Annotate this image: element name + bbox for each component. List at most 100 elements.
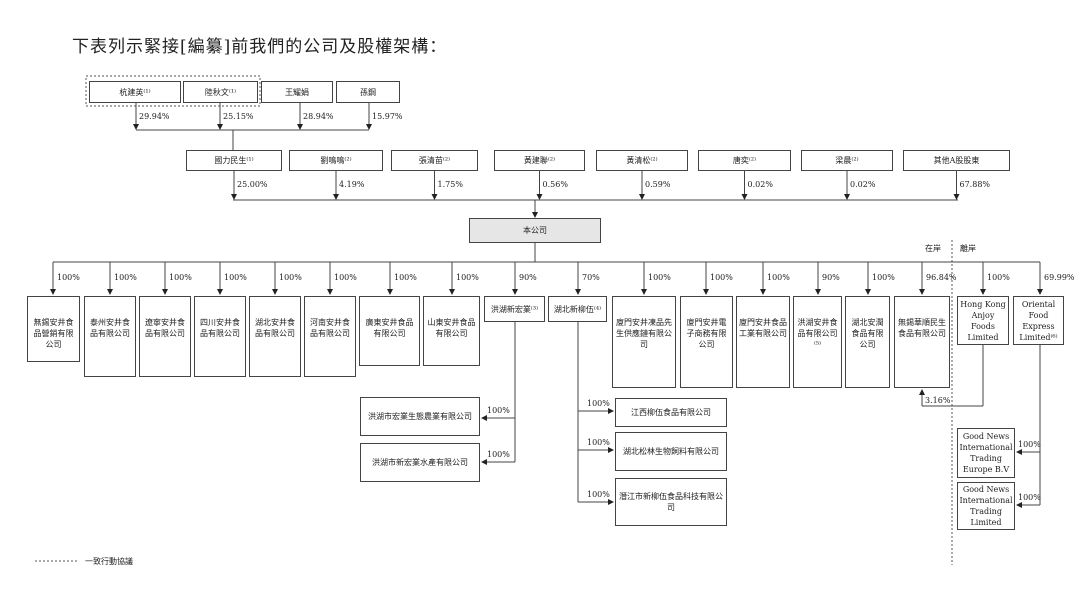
ownership-percentage: 28.94% — [303, 112, 334, 121]
entity-name: 廈門安井電子商務有限公司 — [686, 318, 727, 349]
ownership-percentage: 100% — [767, 273, 790, 282]
ownership-percentage: 100% — [1018, 493, 1041, 502]
entity-name: 江西柳伍食品有限公司 — [631, 408, 711, 417]
ownership-percentage: 29.94% — [139, 112, 170, 121]
entity-name: 孫鋼 — [360, 87, 376, 97]
owner-box: 杭建英⁽¹⁾ — [89, 81, 181, 103]
ownership-percentage: 100% — [710, 273, 733, 282]
subsidiary-box: 廣東安井食品有限公司 — [359, 296, 420, 366]
ownership-percentage: 100% — [169, 273, 192, 282]
shareholder-box: 梁晨⁽²⁾ — [801, 150, 893, 171]
shareholder-box: 張清苗⁽²⁾ — [391, 150, 478, 171]
owner-box: 王耀娟 — [261, 81, 333, 103]
entity-name: 遼寧安井食品有限公司 — [145, 318, 185, 338]
entity-name: Good News International Trading Europe B… — [959, 432, 1013, 474]
entity-name: 其他A股股東 — [933, 156, 980, 165]
entity-name: Oriental Food Express Limited⁽⁶⁾ — [1019, 299, 1058, 342]
ownership-percentage: 1.75% — [437, 180, 463, 189]
shareholder-box: 劉鳴鳴⁽²⁾ — [289, 150, 383, 171]
entity-name: 杭建英⁽¹⁾ — [119, 87, 151, 97]
ownership-percentage: 100% — [334, 273, 357, 282]
subsidiary-box: 湖北松林生物飼料有限公司 — [615, 432, 727, 471]
ownership-percentage: 96.84% — [926, 273, 957, 282]
subsidiary-box: 潛江市新柳伍食品科技有限公司 — [615, 478, 727, 526]
ownership-percentage: 3.16% — [925, 396, 951, 405]
entity-name: 湖北松林生物飼料有限公司 — [623, 447, 719, 456]
subsidiary-box: 廈門安井電子商務有限公司 — [680, 296, 733, 388]
subsidiary-box: 洪湖市新宏業水產有限公司 — [360, 443, 480, 482]
ownership-percentage: 0.02% — [850, 180, 876, 189]
ownership-percentage: 67.88% — [959, 180, 991, 189]
subsidiary-box: 無錫華順民生食品有限公司 — [894, 296, 950, 388]
entity-name: 劉鳴鳴⁽²⁾ — [320, 156, 352, 165]
ownership-percentage: 0.56% — [542, 180, 568, 189]
shareholder-box: 黃清松⁽²⁾ — [596, 150, 688, 171]
ownership-percentage: 70% — [582, 273, 600, 282]
entity-name: 張清苗⁽²⁾ — [418, 156, 451, 165]
subsidiary-box: 泰州安井食品有限公司 — [84, 296, 136, 377]
subsidiary-box: 洪湖新宏業⁽³⁾ — [484, 296, 545, 322]
ownership-percentage: 100% — [872, 273, 895, 282]
entity-name: 陸秋文⁽¹⁾ — [204, 87, 237, 97]
shareholder-box: 國力民生⁽¹⁾ — [186, 150, 282, 171]
entity-name: 洪湖市宏業生態農業有限公司 — [368, 412, 472, 421]
ownership-percentage: 100% — [987, 273, 1010, 282]
shareholder-box: 其他A股股東 — [903, 150, 1010, 171]
ownership-percentage: 0.02% — [747, 180, 773, 189]
entity-name: 黃清松⁽²⁾ — [626, 156, 658, 165]
subsidiary-box: 遼寧安井食品有限公司 — [139, 296, 191, 377]
entity-name: 黃建聯⁽²⁾ — [523, 156, 556, 165]
company-box: 本公司 — [469, 218, 601, 243]
ownership-percentage: 100% — [57, 273, 80, 282]
page-title: 下表列示緊接[編纂]前我們的公司及股權架構： — [72, 37, 448, 57]
entity-name: 無錫安井食品營銷有限公司 — [33, 318, 74, 349]
subsidiary-box: Oriental Food Express Limited⁽⁶⁾ — [1013, 296, 1064, 345]
entity-name: 山東安井食品有限公司 — [427, 318, 476, 338]
entity-name: 四川安井食品有限公司 — [200, 318, 240, 338]
ownership-percentage: 100% — [587, 399, 610, 408]
subsidiary-box: Good News International Trading Limited — [957, 482, 1015, 530]
entity-name: Good News International Trading Limited — [959, 485, 1013, 527]
ownership-percentage: 100% — [394, 273, 417, 282]
subsidiary-box: 江西柳伍食品有限公司 — [615, 398, 727, 427]
entity-name: 洪湖市新宏業水產有限公司 — [372, 458, 468, 467]
entity-name: 無錫華順民生食品有限公司 — [898, 318, 946, 338]
ownership-percentage: 100% — [487, 406, 510, 415]
ownership-percentage: 100% — [648, 273, 671, 282]
ownership-percentage: 100% — [224, 273, 247, 282]
subsidiary-box: 洪湖安井食品有限公司⁽⁵⁾ — [793, 296, 842, 388]
subsidiary-box: 廈門安井凍品先生供應鏈有限公司 — [612, 296, 676, 388]
ownership-percentage: 100% — [279, 273, 302, 282]
subsidiary-box: Good News International Trading Europe B… — [957, 428, 1015, 478]
subsidiary-box: 湖北安井食品有限公司 — [249, 296, 301, 377]
entity-name: 本公司 — [523, 226, 547, 235]
ownership-percentage: 100% — [456, 273, 479, 282]
ownership-percentage: 4.19% — [339, 180, 365, 189]
ownership-percentage: 100% — [587, 490, 610, 499]
shareholder-box: 黃建聯⁽²⁾ — [494, 150, 585, 171]
subsidiary-box: 無錫安井食品營銷有限公司 — [27, 296, 80, 362]
ownership-percentage: 25.00% — [237, 180, 268, 189]
subsidiary-box: 洪湖市宏業生態農業有限公司 — [360, 397, 480, 436]
legend-label: 一致行動協議 — [85, 557, 133, 566]
subsidiary-box: 廈門安井食品工業有限公司 — [736, 296, 790, 388]
ownership-percentage: 100% — [487, 450, 510, 459]
entity-name: 唐奕⁽²⁾ — [732, 156, 757, 165]
entity-name: 湖北新柳伍⁽⁴⁾ — [553, 304, 602, 314]
shareholder-box: 唐奕⁽²⁾ — [698, 150, 791, 171]
onshore-label: 在岸 — [925, 244, 941, 253]
subsidiary-box: 山東安井食品有限公司 — [423, 296, 480, 366]
offshore-label: 離岸 — [960, 244, 976, 253]
subsidiary-box: 四川安井食品有限公司 — [194, 296, 246, 377]
entity-name: 王耀娟 — [285, 87, 309, 97]
ownership-percentage: 0.59% — [645, 180, 671, 189]
owner-box: 孫鋼 — [336, 81, 400, 103]
subsidiary-box: 湖北安潤食品有限公司 — [845, 296, 890, 388]
entity-name: 泰州安井食品有限公司 — [90, 318, 130, 338]
entity-name: 湖北安井食品有限公司 — [255, 318, 295, 338]
entity-name: 洪湖安井食品有限公司⁽⁵⁾ — [797, 318, 838, 349]
ownership-percentage: 100% — [587, 438, 610, 447]
entity-name: 湖北安潤食品有限公司 — [851, 318, 884, 349]
